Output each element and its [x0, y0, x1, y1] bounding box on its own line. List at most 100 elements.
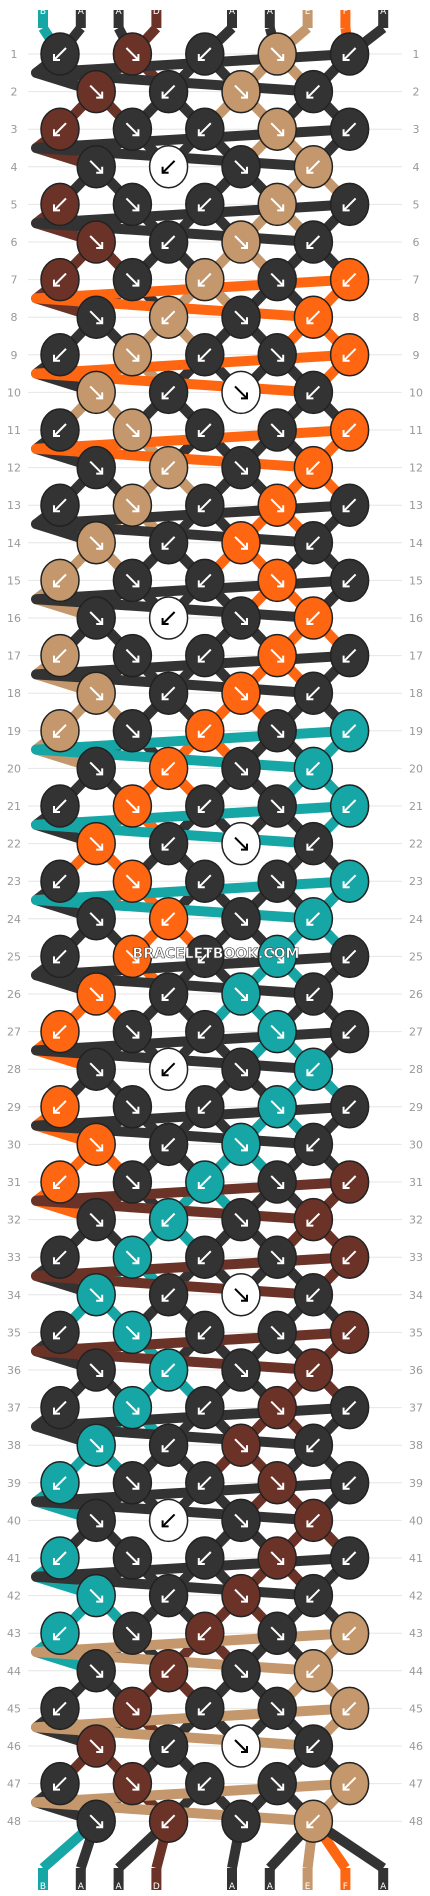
knot-arrow-head-icon	[53, 430, 60, 437]
row-number-right: 1	[413, 48, 420, 61]
knot-arrow-head-icon	[277, 1031, 285, 1039]
knot-arrow-head-icon	[277, 1407, 285, 1415]
knot-arrow-icon	[125, 272, 140, 287]
row-number-right: 32	[409, 1214, 423, 1227]
knot-arrow-head-icon	[132, 956, 140, 964]
knot-arrow-head-icon	[277, 505, 285, 513]
knot-arrow-icon	[198, 1175, 212, 1189]
edge-strand	[31, 1628, 350, 1676]
knot-arrow-icon	[161, 1588, 176, 1603]
knot-arrow-icon	[89, 1588, 103, 1603]
knot-arrow-head-icon	[306, 843, 314, 851]
row-number-left: 48	[7, 1815, 21, 1828]
knot-arrow-icon	[53, 1250, 67, 1264]
knot-arrow-head-icon	[241, 1746, 248, 1753]
knot-arrow-icon	[198, 498, 212, 512]
knot-arrow-icon	[270, 1400, 284, 1415]
knot-arrow-head-icon	[277, 730, 285, 738]
knot-arrow-icon	[234, 1363, 248, 1377]
knot-arrow-icon	[53, 122, 67, 136]
knot-arrow-icon	[234, 1438, 248, 1452]
knot-arrow-icon	[234, 1739, 248, 1753]
row-number-left: 31	[7, 1176, 21, 1189]
knot-arrow-head-icon	[241, 242, 248, 249]
string-label-top: A	[380, 7, 387, 17]
knot-arrow-icon	[342, 1701, 357, 1716]
edge-strand	[31, 1703, 350, 1751]
knot-arrow-head-icon	[342, 1106, 350, 1114]
knot-arrow-icon	[342, 1626, 357, 1640]
row-number-left: 19	[7, 725, 21, 738]
row-number-right: 13	[409, 499, 423, 512]
string-label-top: A	[267, 7, 274, 17]
knot-arrow-icon	[89, 536, 103, 550]
knot-arrow-head-icon	[197, 1407, 205, 1415]
row-number-right: 21	[409, 800, 423, 813]
row-number-right: 7	[413, 274, 420, 287]
knot-arrow-icon	[342, 1551, 357, 1565]
knot-arrow-head-icon	[161, 1670, 169, 1678]
knot-arrow-icon	[125, 1476, 140, 1490]
knot-arrow-icon	[306, 160, 321, 174]
row-number-left: 45	[7, 1702, 21, 1715]
knot-arrow-icon	[342, 1100, 357, 1114]
knot-arrow-head-icon	[96, 392, 104, 400]
knot-arrow-head-icon	[306, 467, 314, 475]
knot-arrow-icon	[89, 310, 103, 324]
row-number-left: 18	[7, 687, 21, 700]
knot-arrow-head-icon	[306, 166, 314, 174]
knot-arrow-icon	[306, 1513, 321, 1528]
knot-arrow-icon	[306, 611, 321, 625]
knot-arrow-icon	[161, 611, 176, 625]
knot-arrow-icon	[53, 1551, 67, 1565]
knot-arrow-icon	[234, 987, 248, 1001]
knot-arrow-icon	[125, 1325, 140, 1340]
knot-arrow-icon	[198, 1776, 212, 1791]
knot-arrow-head-icon	[277, 204, 285, 212]
knot-arrow-icon	[342, 874, 357, 888]
knot-arrow-head-icon	[161, 91, 169, 99]
edge-strand	[31, 575, 350, 623]
knot-arrow-head-icon	[342, 1558, 350, 1565]
knot-arrow-icon	[270, 423, 284, 437]
knot-arrow-icon	[161, 1288, 176, 1302]
row-number-right: 34	[409, 1289, 423, 1302]
knot-arrow-icon	[53, 1476, 67, 1490]
knot-arrow-head-icon	[96, 91, 104, 99]
string-label-bottom: E	[305, 1882, 311, 1892]
knot-arrow-head-icon	[53, 204, 60, 212]
knot-arrow-head-icon	[241, 1445, 248, 1453]
knot-arrow-icon	[198, 1325, 212, 1340]
knot-arrow-head-icon	[161, 1445, 169, 1453]
knot-arrow-icon	[234, 385, 248, 400]
knot-arrow-head-icon	[132, 1106, 140, 1114]
knot-arrow-head-icon	[342, 881, 350, 889]
knot-arrow-icon	[89, 385, 103, 400]
knot-arrow-icon	[53, 874, 67, 888]
row-number-left: 37	[7, 1402, 21, 1415]
knot-arrow-head-icon	[277, 1633, 285, 1641]
knot-arrow-head-icon	[197, 1332, 205, 1340]
knot-arrow-icon	[161, 84, 176, 99]
row-number-left: 13	[7, 499, 21, 512]
knot-arrow-icon	[53, 1626, 67, 1640]
knot-arrow-icon	[125, 122, 140, 136]
row-number-left: 8	[11, 311, 18, 324]
knot-arrow-icon	[53, 1400, 67, 1415]
knot-arrow-icon	[342, 1325, 357, 1340]
knot-arrow-head-icon	[277, 1558, 285, 1565]
row-number-left: 25	[7, 950, 21, 963]
knot-arrow-icon	[234, 536, 248, 550]
knot-arrow-icon	[198, 1100, 212, 1114]
knot-arrow-head-icon	[132, 1482, 140, 1490]
knot-arrow-head-icon	[132, 580, 140, 588]
row-number-right: 43	[409, 1627, 423, 1640]
knot-arrow-icon	[306, 1664, 321, 1678]
knot-arrow-head-icon	[53, 129, 60, 137]
string-label-top: C	[191, 7, 197, 17]
knot-arrow-icon	[53, 573, 67, 588]
knot-arrow-icon	[270, 47, 284, 61]
knot-arrow-head-icon	[96, 166, 104, 174]
row-number-left: 9	[11, 349, 18, 362]
knot-arrow-icon	[198, 423, 212, 437]
